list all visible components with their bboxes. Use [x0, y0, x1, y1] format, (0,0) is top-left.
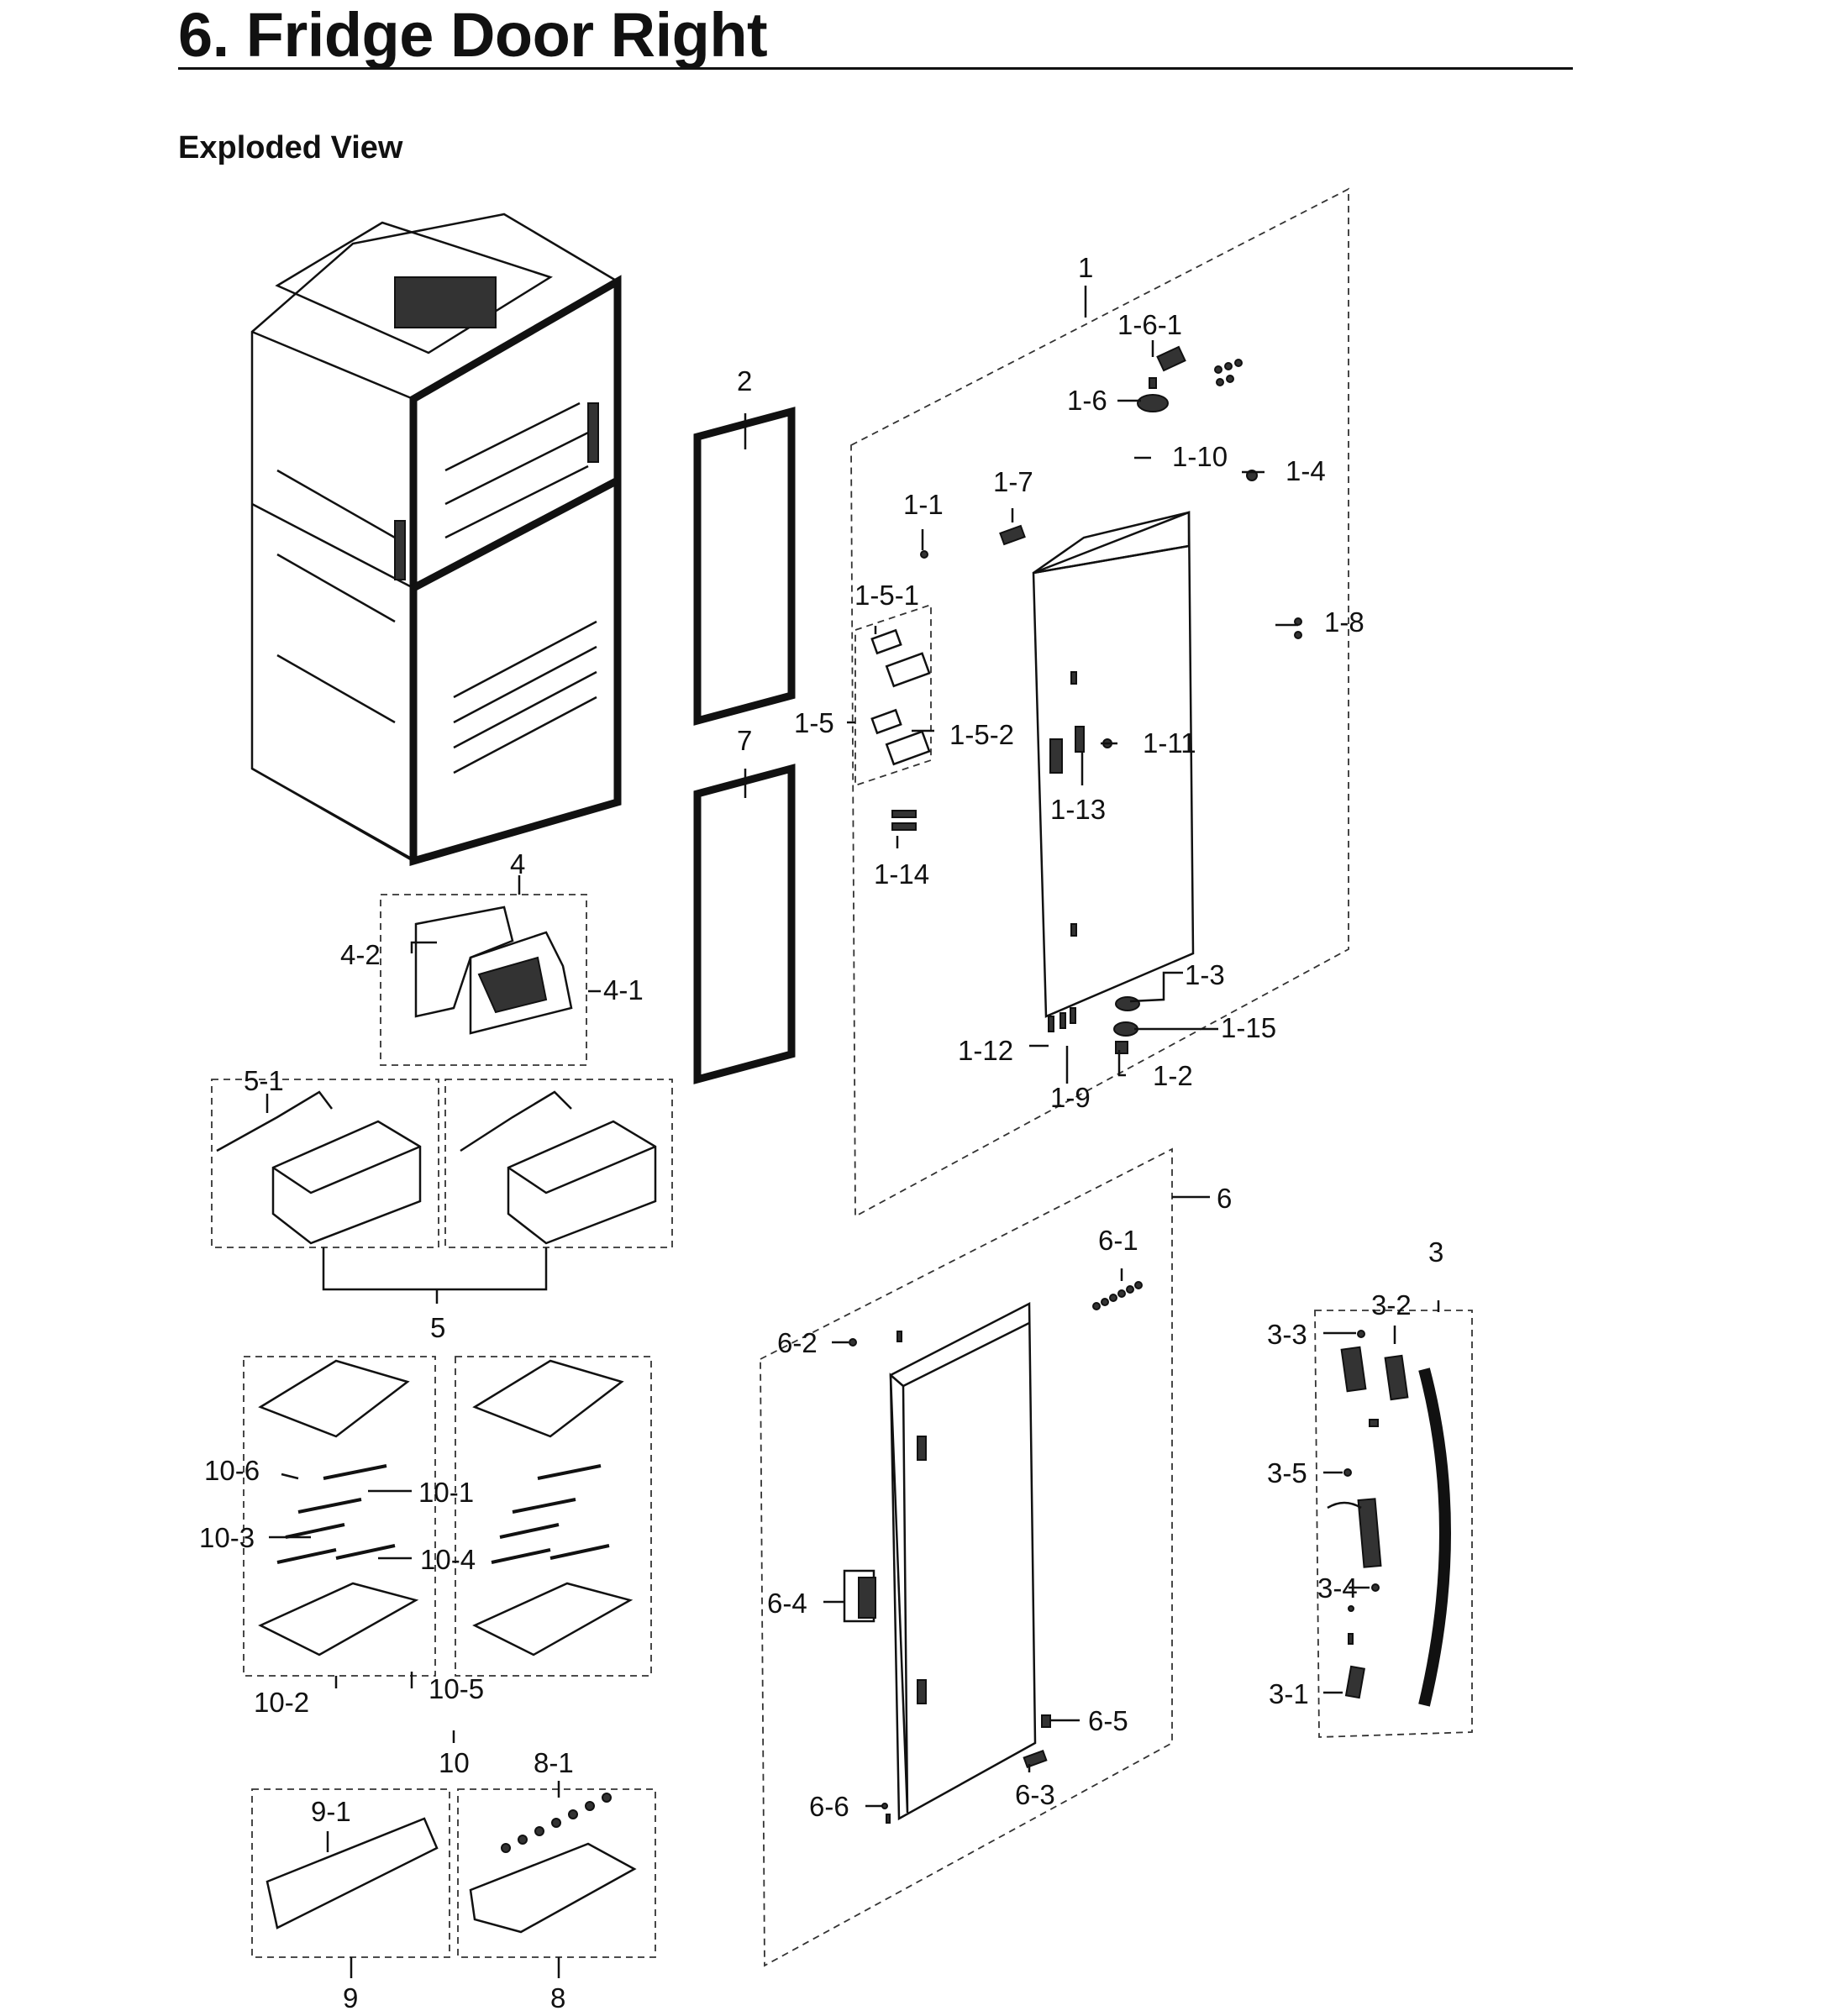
- door-small-parts: [843, 1281, 1143, 1824]
- callout-1-9: 1-9: [1050, 1082, 1091, 1113]
- callout-10-3: 10-3: [199, 1522, 255, 1553]
- callout-6-5: 6-5: [1088, 1705, 1128, 1736]
- title-underline: [178, 67, 1573, 70]
- door-assembly-1-boundary: [850, 187, 1349, 1218]
- part-5-right-boundary: [444, 1079, 673, 1248]
- callout-1-14: 1-14: [874, 858, 929, 890]
- callout-1: 1: [1078, 252, 1093, 283]
- callout-6: 6: [1217, 1183, 1232, 1214]
- callout-8-1: 8-1: [534, 1747, 574, 1778]
- callout-6-6: 6-6: [809, 1791, 849, 1822]
- door-hardware-parts: [920, 345, 1302, 1054]
- callout-labels: 1 1-6-1 1-6 1-10 1-4 1-7 1-1 1-5-1 1-8 1…: [199, 252, 1443, 2013]
- door-liner-drawing: [1032, 511, 1195, 1018]
- callout-1-3: 1-3: [1185, 959, 1225, 990]
- door-assembly-6-boundary: [760, 1147, 1173, 1967]
- callout-6-1: 6-1: [1098, 1225, 1138, 1256]
- part-8-boundary: [457, 1788, 656, 1958]
- outer-door-panel: [889, 1301, 1037, 1821]
- callout-10-1: 10-1: [418, 1477, 474, 1508]
- callout-1-5: 1-5: [794, 707, 834, 738]
- callout-10-6: 10-6: [204, 1455, 260, 1486]
- callout-1-11: 1-11: [1143, 727, 1196, 759]
- section-heading: Exploded View: [178, 130, 403, 165]
- callout-1-2: 1-2: [1153, 1060, 1193, 1091]
- gasket-upper: [693, 407, 796, 726]
- callout-10: 10: [439, 1747, 470, 1778]
- callout-3-5: 3-5: [1267, 1457, 1307, 1488]
- fridge-cabinet-drawing: [250, 213, 622, 866]
- handle-assembly-boundary: [1314, 1310, 1473, 1738]
- callout-9-1: 9-1: [311, 1796, 351, 1827]
- part-10-drawing: [258, 1359, 634, 1656]
- part-4-boundary: [380, 894, 587, 1066]
- callout-1-13: 1-13: [1050, 794, 1106, 825]
- page-title: 6. Fridge Door Right: [178, 0, 768, 70]
- part-4-drawing: [414, 906, 573, 1035]
- callout-9: 9: [343, 1982, 358, 2013]
- callout-6-4: 6-4: [767, 1588, 807, 1619]
- callout-5: 5: [430, 1312, 445, 1343]
- callout-3-2: 3-2: [1371, 1289, 1412, 1320]
- callout-1-15: 1-15: [1221, 1012, 1276, 1043]
- callout-3-1: 3-1: [1269, 1678, 1309, 1709]
- callout-1-1: 1-1: [903, 489, 944, 520]
- part-10-right-boundary: [455, 1356, 652, 1677]
- callout-1-8: 1-8: [1324, 606, 1364, 638]
- callout-8: 8: [550, 1982, 565, 2013]
- callout-1-6-1: 1-6-1: [1117, 309, 1182, 340]
- callout-4-1: 4-1: [603, 974, 644, 1005]
- callout-10-4: 10-4: [420, 1544, 476, 1575]
- callout-1-4: 1-4: [1286, 455, 1326, 486]
- part-9-8-drawing: [266, 1793, 637, 1934]
- callout-1-5-2: 1-5-2: [949, 719, 1014, 750]
- callout-1-7: 1-7: [993, 466, 1033, 497]
- door-guide-brackets: [854, 603, 932, 831]
- part-5-left-boundary: [211, 1079, 439, 1248]
- callout-7: 7: [737, 725, 752, 756]
- part-9-boundary: [251, 1788, 450, 1958]
- callout-6-3: 6-3: [1015, 1779, 1055, 1810]
- callout-5-1: 5-1: [244, 1065, 284, 1096]
- part-5-drawing: [216, 1090, 657, 1245]
- callout-1-10: 1-10: [1172, 441, 1228, 472]
- callout-1-6: 1-6: [1067, 385, 1107, 416]
- gasket-lower: [693, 764, 796, 1084]
- callout-10-5: 10-5: [429, 1673, 484, 1704]
- callout-3-3: 3-3: [1267, 1319, 1307, 1350]
- callout-10-2: 10-2: [254, 1687, 309, 1718]
- callout-2: 2: [737, 365, 752, 396]
- part-10-left-boundary: [243, 1356, 436, 1677]
- callout-1-5-1: 1-5-1: [854, 580, 919, 611]
- leader-lines: [266, 286, 1440, 1978]
- handle-drawing: [1327, 1330, 1451, 1707]
- callout-3: 3: [1428, 1236, 1443, 1268]
- callout-3-4: 3-4: [1317, 1572, 1358, 1604]
- callout-4: 4: [510, 848, 525, 879]
- callout-1-12: 1-12: [958, 1035, 1013, 1066]
- callout-4-2: 4-2: [340, 939, 381, 970]
- callout-6-2: 6-2: [777, 1327, 818, 1358]
